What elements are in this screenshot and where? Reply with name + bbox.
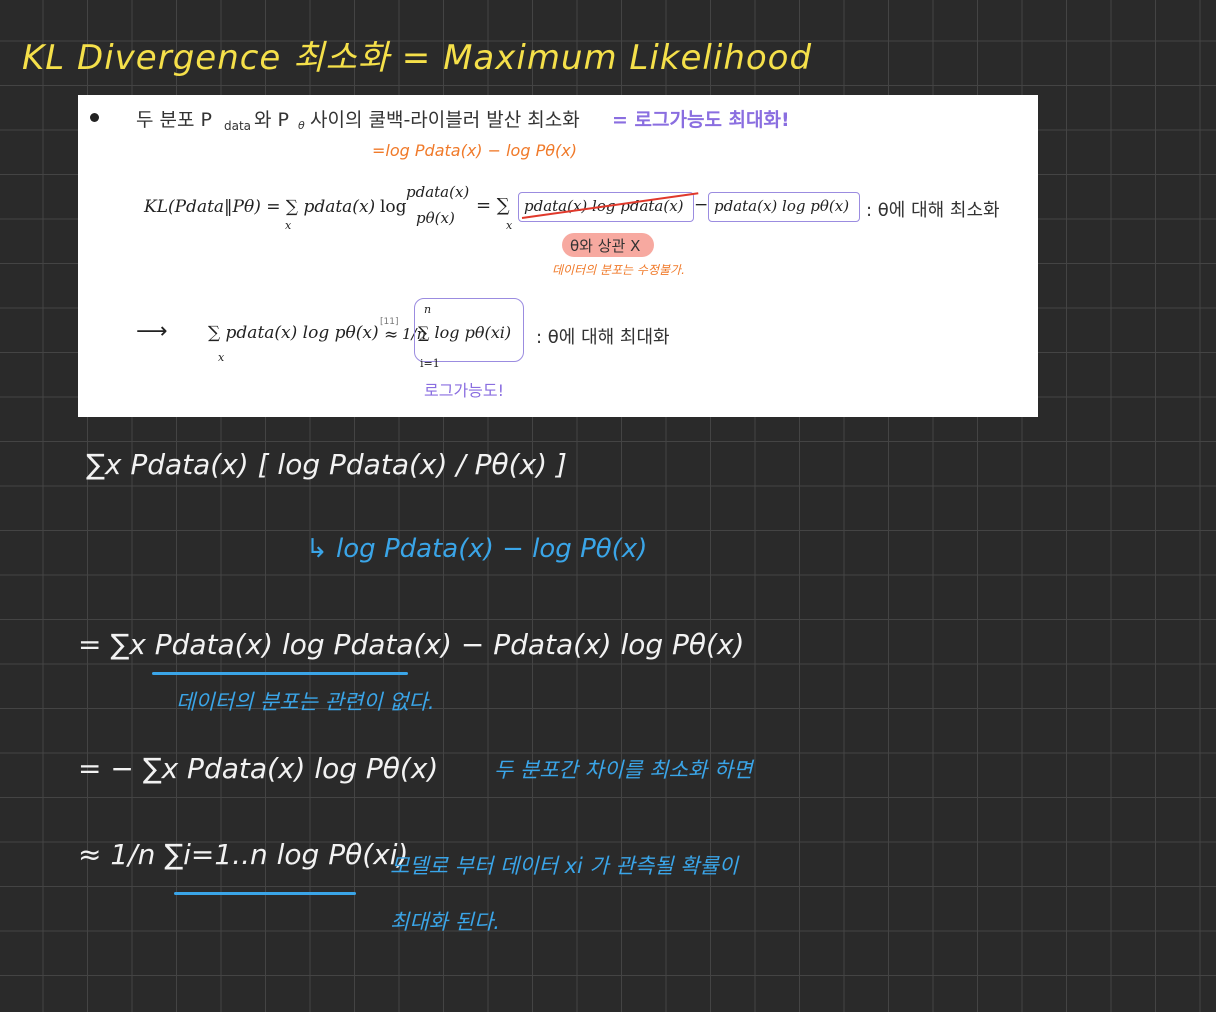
ml-approx: ≈ (384, 325, 399, 345)
kl-frac-den: pθ(x) (416, 209, 455, 227)
handwritten-expansion: =log Pdata(x) − log Pθ(x) (372, 141, 577, 160)
arrow-icon: ⟶ (136, 319, 168, 344)
kl-sum-var-2: x (506, 219, 513, 232)
underline-1 (152, 672, 408, 675)
slide-excerpt: 두 분포 P data 와 P θ 사이의 쿨백-라이블러 발산 최소화 = 로… (78, 95, 1038, 417)
note-line2-remark: 데이터의 분포는 관련이 없다. (176, 690, 435, 714)
note-line2: = ∑x Pdata(x) log Pdata(x) − Pdata(x) lo… (78, 628, 745, 661)
kl-box-entropy (518, 192, 694, 222)
bullet-text-mid: 사이의 쿨백-라이블러 발산 최소화 (310, 109, 580, 131)
kl-sum-var: x (285, 219, 292, 232)
note-line3-remark: 두 분포간 차이를 최소화 하면 (494, 758, 753, 782)
note-line4: ≈ 1/n ∑i=1..n log Pθ(xi) (78, 838, 409, 871)
note-line3: = − ∑x Pdata(x) log Pθ(x) (78, 752, 439, 785)
pill-badge (562, 233, 654, 257)
page-title: KL Divergence 최소화 = Maximum Likelihood (22, 38, 813, 78)
kl-note: : θ에 대해 최소화 (866, 200, 1000, 221)
bullet-and-p: 와 P (254, 109, 289, 131)
bullet-sub-theta: θ (298, 119, 305, 132)
kl-frac-num: pdata(x) (406, 183, 470, 201)
orange-note: 데이터의 분포는 수정불가. (552, 263, 685, 277)
ml-sum-top: n (424, 303, 432, 316)
underline-2 (174, 892, 356, 895)
bullet-text-prefix: 두 분포 P (136, 109, 212, 131)
kl-eq2: = ∑ (476, 195, 510, 216)
kl-box2-text: pdata(x) log pθ(x) (714, 197, 850, 215)
ml-sum-bottom: i=1 (420, 357, 440, 370)
ml-note: : θ에 대해 최대화 (536, 327, 670, 348)
kl-box-crossentropy (708, 192, 860, 222)
kl-lhs: KL(Pdata‖Pθ) = ∑ pdata(x) (144, 197, 376, 217)
ml-citation: [11] (380, 317, 399, 327)
note-line4-remark-b: 최대화 된다. (390, 910, 500, 934)
kl-minus: − (694, 195, 709, 215)
bullet-highlight: = 로그가능도 최대화! (612, 109, 790, 131)
note-line1: ∑x Pdata(x) [ log Pdata(x) / Pθ(x) ] (86, 448, 567, 481)
ml-sum-var: x (218, 351, 225, 364)
ml-lhs: ∑ pdata(x) log pθ(x) (208, 323, 379, 343)
loglik-label: 로그가능도! (424, 381, 505, 400)
note-line1-sub: ↳ log Pdata(x) − log Pθ(x) (306, 534, 648, 564)
bullet-sub-data: data (224, 119, 252, 133)
ml-box-text: ∑ log pθ(xi) (418, 323, 512, 342)
note-line4-remark-a: 모델로 부터 데이터 xi 가 관측될 확률이 (390, 854, 739, 878)
pill-text: θ와 상관 X (570, 237, 641, 255)
ml-box (414, 298, 524, 362)
kl-log: log (380, 197, 407, 217)
bullet-dot-icon (90, 113, 99, 122)
